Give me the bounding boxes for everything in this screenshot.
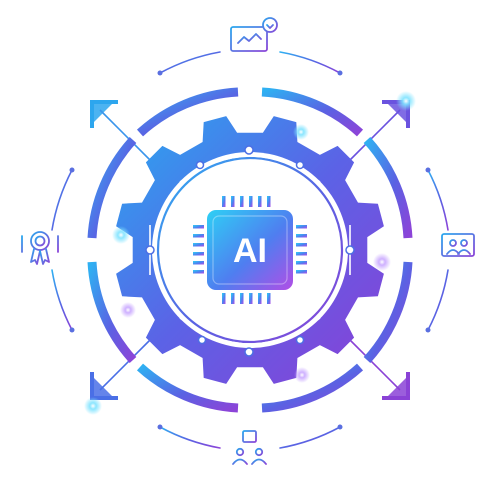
corner-brackets [90, 100, 410, 400]
orbit-dots [69, 70, 431, 430]
monitor-download-icon [230, 17, 278, 58]
glow-sparkles [84, 91, 416, 415]
connector-lines [70, 65, 432, 428]
chip-pins [193, 196, 307, 304]
chip-label: AI [233, 232, 267, 270]
team-hierarchy-icon [232, 430, 267, 465]
outer-orbit [51, 51, 449, 449]
presentation-screen-icon [441, 233, 475, 263]
award-badge-icon [21, 231, 59, 265]
chip-body [207, 210, 293, 290]
thick-ring [87, 87, 413, 413]
circuit-nodes [145, 145, 355, 357]
ai-chip: AI [193, 196, 307, 304]
inner-ring [156, 156, 344, 344]
